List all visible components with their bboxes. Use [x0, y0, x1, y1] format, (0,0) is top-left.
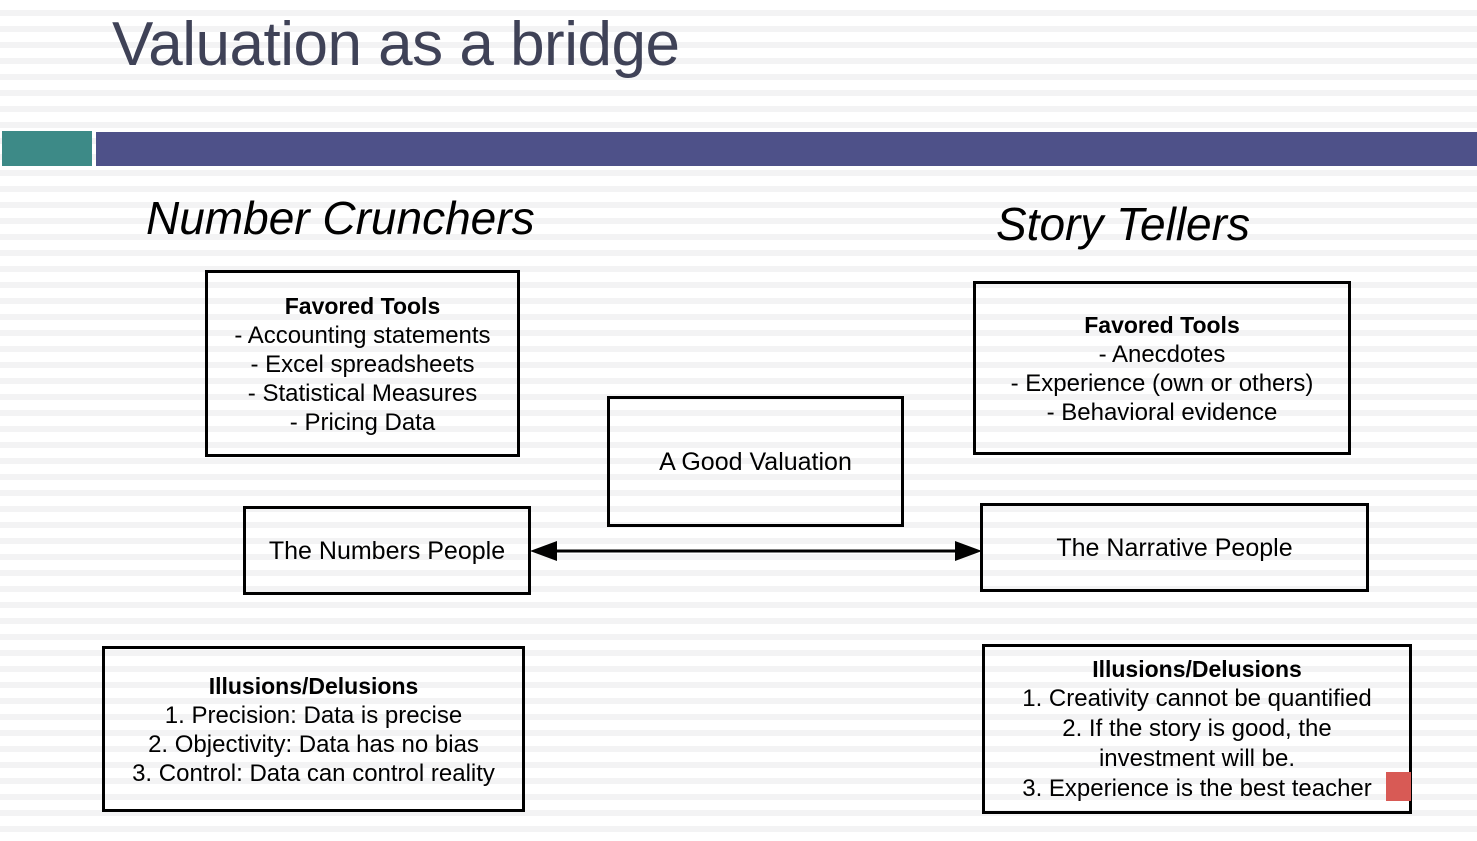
column-heading-number-crunchers: Number Crunchers [146, 192, 535, 244]
box-line: - Statistical Measures [247, 379, 478, 407]
box-line: - Accounting statements [234, 321, 491, 349]
red-marker-square [1386, 772, 1411, 801]
page-title: Valuation as a bridge [112, 10, 680, 79]
box-line: 3. Control: Data can control reality [132, 759, 495, 787]
box-favored-tools-left: Favored Tools - Accounting statements - … [205, 270, 520, 457]
box-label: The Narrative People [1056, 533, 1293, 562]
box-illusions-delusions-left: Illusions/Delusions 1. Precision: Data i… [102, 646, 525, 812]
box-line: 3. Experience is the best teacher [1022, 775, 1372, 802]
box-title: Favored Tools [284, 292, 441, 319]
box-line: - Anecdotes [1098, 340, 1226, 368]
box-label: The Numbers People [268, 536, 506, 565]
box-title: Illusions/Delusions [1092, 656, 1302, 682]
box-illusions-delusions-right: Illusions/Delusions 1. Creativity cannot… [982, 644, 1412, 814]
box-favored-tools-right: Favored Tools - Anecdotes - Experience (… [973, 281, 1351, 455]
box-line: 2. Objectivity: Data has no bias [148, 730, 479, 758]
box-line: investment will be. [1098, 745, 1296, 772]
box-line: - Excel spreadsheets [250, 350, 475, 378]
box-label: A Good Valuation [659, 447, 852, 476]
title-divider-bar [96, 132, 1477, 166]
double-headed-arrow-icon [530, 541, 982, 561]
column-heading-story-tellers: Story Tellers [996, 198, 1250, 250]
box-line: 1. Precision: Data is precise [164, 701, 463, 729]
accent-bar [2, 131, 92, 166]
box-line: - Experience (own or others) [1010, 369, 1314, 397]
box-title: Illusions/Delusions [208, 672, 419, 699]
box-a-good-valuation: A Good Valuation [607, 396, 904, 527]
box-line: 1. Creativity cannot be quantified [1022, 685, 1372, 712]
box-title: Favored Tools [1084, 311, 1240, 338]
box-the-narrative-people: The Narrative People [980, 503, 1369, 592]
box-line: - Pricing Data [289, 408, 436, 436]
box-the-numbers-people: The Numbers People [243, 506, 531, 595]
box-line: 2. If the story is good, the [1062, 715, 1332, 742]
box-line: - Behavioral evidence [1046, 398, 1278, 426]
